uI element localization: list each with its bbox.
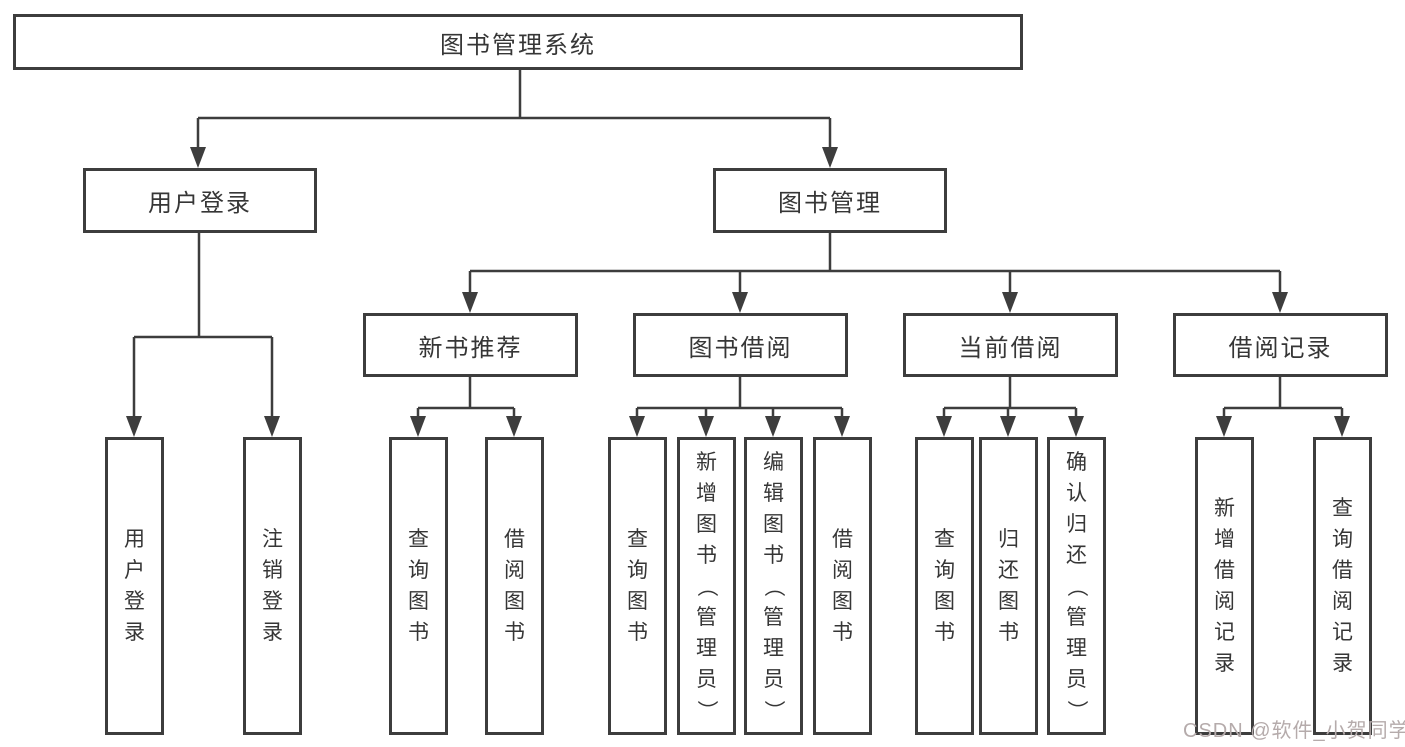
leaf-records-query-borrow-record: 查询借阅记录 — [1313, 437, 1372, 735]
leaf-current-confirm-return-admin: 确认归还（管理员） — [1047, 437, 1106, 735]
leaf-borrowing-query-books: 查询图书 — [608, 437, 667, 735]
leaf-borrowing-borrow-books: 借阅图书 — [813, 437, 872, 735]
leaf-logout: 注销登录 — [243, 437, 302, 735]
node-borrowing-records: 借阅记录 — [1173, 313, 1388, 377]
csdn-watermark: CSDN @软件_小贺同学 — [1183, 720, 1405, 742]
leaf-current-query-books: 查询图书 — [915, 437, 974, 735]
leaf-borrowing-edit-books-admin: 编辑图书（管理员） — [744, 437, 803, 735]
node-new-book-recommendation: 新书推荐 — [363, 313, 578, 377]
connector-root-to-level2 — [190, 69, 838, 168]
leaf-recommend-query-books: 查询图书 — [389, 437, 448, 735]
leaf-records-add-borrow-record: 新增借阅记录 — [1195, 437, 1254, 735]
node-book-borrowing: 图书借阅 — [633, 313, 848, 377]
leaf-recommend-borrow-books: 借阅图书 — [485, 437, 544, 735]
connector-level3-to-leaves — [410, 377, 1350, 437]
connector-book-management-to-level3 — [462, 233, 1288, 313]
node-current-borrowing: 当前借阅 — [903, 313, 1118, 377]
node-book-management: 图书管理 — [713, 168, 947, 233]
node-user-login: 用户登录 — [83, 168, 317, 233]
node-root: 图书管理系统 — [13, 14, 1023, 70]
connector-user-login-children — [126, 233, 280, 437]
leaf-user-login: 用户登录 — [105, 437, 164, 735]
leaf-current-return-books: 归还图书 — [979, 437, 1038, 735]
leaf-borrowing-add-books-admin: 新增图书（管理员） — [677, 437, 736, 735]
